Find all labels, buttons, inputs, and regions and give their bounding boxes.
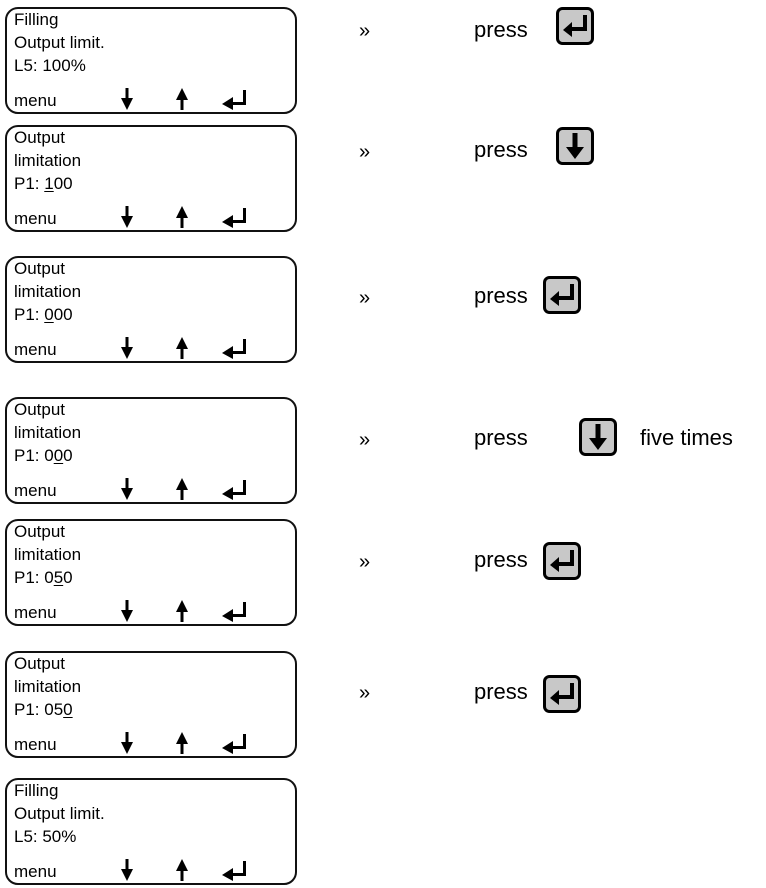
step-separator: » bbox=[359, 682, 371, 704]
enter-key-icon bbox=[543, 276, 581, 314]
action-text: press bbox=[474, 137, 528, 162]
lcd-line-3: P1: 050 bbox=[14, 700, 73, 719]
lcd-line-3: P1: 050 bbox=[14, 568, 73, 587]
lcd-line-1: Filling bbox=[14, 781, 59, 800]
lcd-line-1: Output bbox=[14, 522, 66, 541]
lcd-line-3: P1: 000 bbox=[14, 446, 73, 465]
lcd-line-2: limitation bbox=[14, 151, 82, 170]
softkey-menu-label: menu bbox=[14, 340, 57, 359]
step-separator: » bbox=[359, 429, 371, 451]
arrow-up-icon bbox=[176, 600, 188, 622]
down-key-icon bbox=[556, 127, 594, 165]
arrow-down-icon bbox=[121, 88, 133, 110]
lcd-line-1: Output bbox=[14, 400, 66, 419]
softkey-menu-label: menu bbox=[14, 209, 57, 228]
arrow-down-icon bbox=[121, 478, 133, 500]
step-separator: » bbox=[359, 141, 371, 163]
repeat-count-text: five times bbox=[640, 425, 733, 450]
lcd-line-3: L5: 50% bbox=[14, 827, 77, 846]
lcd-line-3: P1: 000 bbox=[14, 305, 73, 324]
action-text: press bbox=[474, 425, 528, 450]
down-key-icon bbox=[579, 418, 617, 456]
arrow-down-icon bbox=[121, 859, 133, 881]
lcd-display: Output limitation P1: 050 menu bbox=[5, 519, 297, 626]
softkey-menu-label: menu bbox=[14, 481, 57, 500]
lcd-line-1: Output bbox=[14, 259, 66, 278]
lcd-line-2: limitation bbox=[14, 545, 82, 564]
step-separator: » bbox=[359, 20, 371, 42]
action-text: press bbox=[474, 679, 528, 704]
lcd-line-1: Output bbox=[14, 128, 66, 147]
arrow-up-icon bbox=[176, 732, 188, 754]
arrow-up-icon bbox=[176, 859, 188, 881]
lcd-display: Filling Output limit. L5: 100% menu bbox=[5, 7, 297, 114]
arrow-up-icon bbox=[176, 478, 188, 500]
arrow-down-icon bbox=[121, 600, 133, 622]
lcd-line-1: Output bbox=[14, 654, 66, 673]
enter-icon bbox=[222, 734, 246, 754]
lcd-line-3: P1: 100 bbox=[14, 174, 73, 193]
lcd-display: Output limitation P1: 100 menu bbox=[5, 125, 297, 232]
enter-icon bbox=[222, 90, 246, 110]
enter-icon bbox=[222, 339, 246, 359]
enter-icon bbox=[222, 208, 246, 228]
step-separator: » bbox=[359, 551, 371, 573]
softkey-menu-label: menu bbox=[14, 603, 57, 622]
action-text: press bbox=[474, 547, 528, 572]
enter-icon bbox=[222, 602, 246, 622]
enter-key-icon bbox=[556, 7, 594, 45]
lcd-line-2: limitation bbox=[14, 282, 82, 301]
arrow-up-icon bbox=[176, 206, 188, 228]
step-separator: » bbox=[359, 287, 371, 309]
softkey-menu-label: menu bbox=[14, 91, 57, 110]
lcd-line-2: limitation bbox=[14, 423, 82, 442]
lcd-line-2: Output limit. bbox=[14, 804, 105, 823]
action-text: press bbox=[474, 17, 528, 42]
enter-icon bbox=[222, 480, 246, 500]
lcd-line-1: Filling bbox=[14, 10, 59, 29]
lcd-display: Output limitation P1: 000 menu bbox=[5, 256, 297, 363]
arrow-down-icon bbox=[121, 206, 133, 228]
softkey-menu-label: menu bbox=[14, 735, 57, 754]
lcd-line-2: limitation bbox=[14, 677, 82, 696]
arrow-down-icon bbox=[121, 732, 133, 754]
enter-key-icon bbox=[543, 542, 581, 580]
lcd-line-2: Output limit. bbox=[14, 33, 105, 52]
softkey-menu-label: menu bbox=[14, 862, 57, 881]
action-text: press bbox=[474, 283, 528, 308]
enter-key-icon bbox=[543, 675, 581, 713]
lcd-display: Filling Output limit. L5: 50% menu bbox=[5, 778, 297, 885]
arrow-down-icon bbox=[121, 337, 133, 359]
lcd-line-3: L5: 100% bbox=[14, 56, 86, 75]
enter-icon bbox=[222, 861, 246, 881]
arrow-up-icon bbox=[176, 337, 188, 359]
lcd-display: Output limitation P1: 000 menu bbox=[5, 397, 297, 504]
arrow-up-icon bbox=[176, 88, 188, 110]
lcd-display: Output limitation P1: 050 menu bbox=[5, 651, 297, 758]
